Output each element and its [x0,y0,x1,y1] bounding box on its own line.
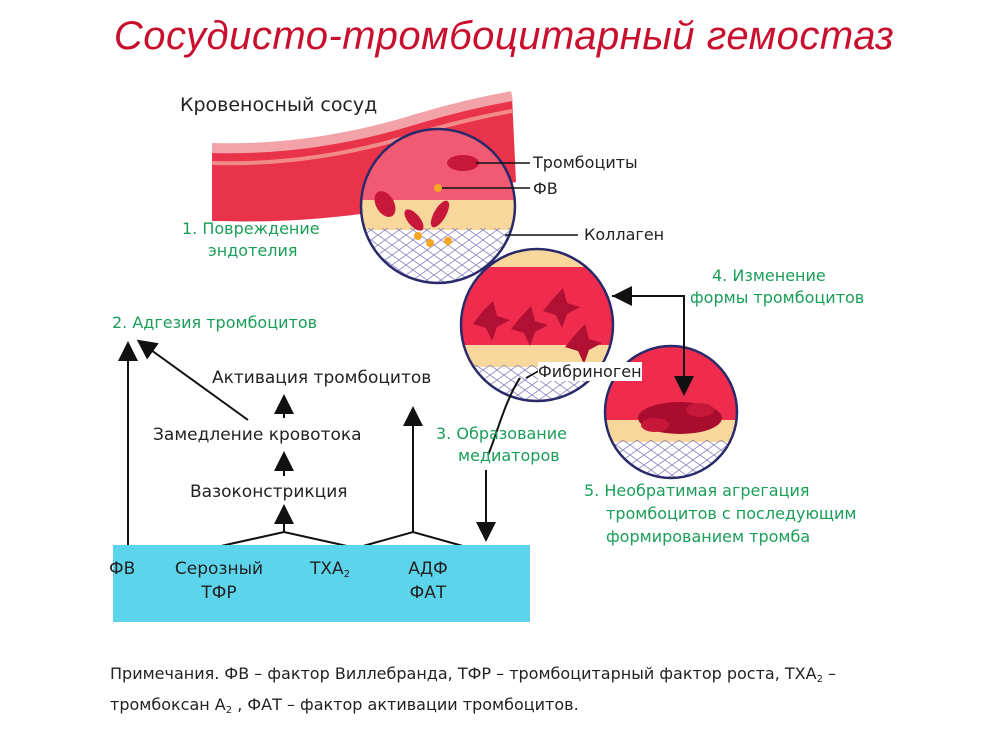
mediator-fat: ФАТ [409,583,447,603]
step-3-line2: медиаторов [458,446,560,465]
mediator-txa-sub: 2 [343,569,351,580]
footnote-part1: Примечания. ФВ – фактор Виллебранда, ТФР… [110,664,817,683]
flow-arrows [118,286,694,549]
footnote-sub1: 2 [816,674,823,685]
step-1-line2: эндотелия [208,241,298,260]
footnote-part3: , ФАТ – фактор активации тромбоцитов. [232,695,579,714]
step-2: 2. Адгезия тромбоцитов [112,313,318,332]
slowing-label: Замедление кровотока [153,425,362,445]
footnote: Примечания. ФВ – фактор Виллебранда, ТФР… [110,661,870,723]
vwf-label: ФВ [533,179,558,198]
footnote-part2: – тромбоксан А [110,664,837,714]
step-3-line1: 3. Образование [436,424,568,443]
fibrinogen-label: Фибриноген [538,362,642,381]
step-4-line1: 4. Изменение [712,266,826,285]
mediator-serous: Серозный ТФР [165,557,273,605]
label-pointers [442,162,578,379]
platelets-label: Тромбоциты [533,153,638,172]
mediator-serous-line2: ТФР [201,583,237,603]
mediator-adp-fat: АДФ ФАТ [396,557,460,605]
mediator-vwf: ФВ [109,559,136,579]
mediators-box [113,545,530,622]
step-4-line2: формы тромбоцитов [690,288,865,307]
vessel-label: Кровеносный сосуд [180,94,378,116]
mediator-txa: ТХА2 [310,557,350,587]
activation-label: Активация тромбоцитов [212,368,432,388]
step-1-line1: 1. Повреждение [182,219,320,238]
step-5-line1: 5. Необратимая агрегация [584,481,810,500]
vasoconstriction-label: Вазоконстрикция [190,482,348,502]
footnote-sub2: 2 [225,705,233,716]
collagen-label: Коллаген [584,225,665,244]
step-5-line2: тромбоцитов с последующим [606,504,857,523]
circle-platelet-shape-change [459,247,615,403]
mediator-serous-line1: Серозный [174,559,264,579]
page-title: Сосудисто-тромбоцитарный гемостаз [113,14,895,58]
step-5-line3: формированием тромба [606,527,811,546]
mediator-adp: АДФ [408,559,448,579]
mediator-txa-text: ТХА [310,559,344,579]
